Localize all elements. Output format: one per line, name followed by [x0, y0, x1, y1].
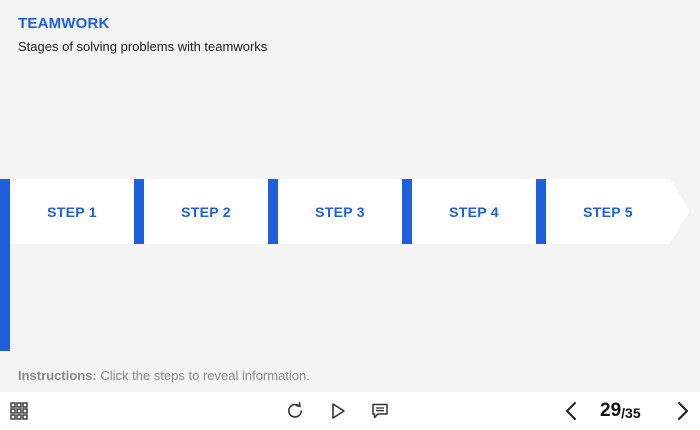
step-2-button[interactable]: STEP 2 — [134, 179, 268, 244]
step-3-button[interactable]: STEP 3 — [268, 179, 402, 244]
page-current: 29 — [600, 400, 622, 421]
step-label: STEP 2 — [181, 203, 231, 220]
notes-icon — [372, 403, 388, 419]
chevron-right-icon — [678, 402, 688, 420]
step-marker — [268, 179, 278, 244]
page-subtitle: Stages of solving problems with teamwork… — [18, 39, 268, 54]
page-counter: 29 /35 — [600, 392, 641, 430]
step-marker — [134, 179, 144, 244]
player-toolbar: 29 /35 — [0, 392, 700, 430]
page-title: TEAMWORK — [18, 15, 110, 32]
page-total: /35 — [621, 404, 641, 421]
play-icon — [332, 403, 345, 419]
previous-slide-button[interactable] — [558, 392, 584, 430]
step-marker — [0, 179, 10, 244]
step-label: STEP 4 — [449, 203, 499, 220]
next-slide-button[interactable] — [670, 392, 696, 430]
step-4-button[interactable]: STEP 4 — [402, 179, 536, 244]
replay-icon — [288, 402, 302, 418]
replay-button[interactable] — [282, 392, 308, 430]
step-label: STEP 1 — [47, 203, 97, 220]
left-accent-bar — [0, 179, 10, 351]
play-button[interactable] — [325, 392, 351, 430]
instructions-body: Click the steps to reveal information. — [96, 368, 310, 383]
steps-row: STEP 1 STEP 2 STEP 3 STEP 4 STEP 5 — [0, 179, 700, 244]
notes-button[interactable] — [367, 392, 393, 430]
step-5-arrow-tip[interactable] — [670, 179, 690, 243]
step-label: STEP 3 — [315, 203, 365, 220]
instructions-text: Instructions: Click the steps to reveal … — [18, 368, 310, 383]
step-1-button[interactable]: STEP 1 — [0, 179, 134, 244]
step-5-button[interactable]: STEP 5 — [536, 179, 670, 244]
menu-button[interactable] — [6, 392, 32, 430]
step-label: STEP 5 — [583, 203, 633, 220]
grid-menu-icon — [10, 402, 28, 420]
chevron-left-icon — [566, 402, 576, 420]
instructions-prefix: Instructions: — [18, 368, 97, 383]
step-marker — [536, 179, 546, 244]
step-marker — [402, 179, 412, 244]
